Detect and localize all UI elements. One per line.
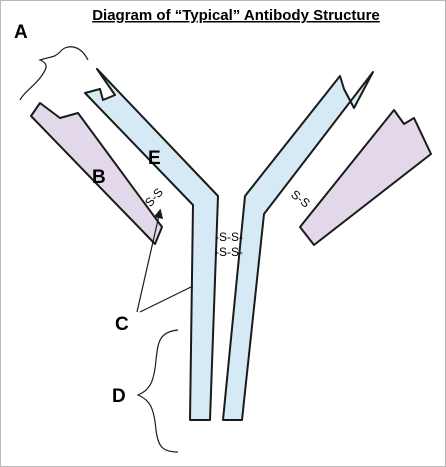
hinge-disulfide-bond-upper: -S-S-: [215, 230, 243, 244]
left-heavy-chain: [84, 68, 219, 421]
pointer-c-to-light-bond: [136, 208, 164, 313]
left-light-chain: [30, 102, 163, 245]
right-light-chain: [299, 109, 432, 246]
label-a: A: [14, 22, 28, 43]
hinge-disulfide-bond-lower: -S-S-: [215, 245, 243, 259]
pointer-c-to-heavy-chain: [139, 285, 194, 313]
label-b: B: [92, 167, 106, 188]
right-heavy-chain: [222, 71, 374, 421]
label-d: D: [112, 386, 126, 407]
label-e: E: [148, 148, 161, 169]
diagram-title: Diagram of “Typical” Antibody Structure: [92, 7, 380, 24]
brace-a: [19, 46, 89, 101]
label-c: C: [115, 314, 129, 335]
brace-d: [136, 329, 179, 453]
right-arm-disulfide-bond: S-S: [288, 187, 312, 210]
